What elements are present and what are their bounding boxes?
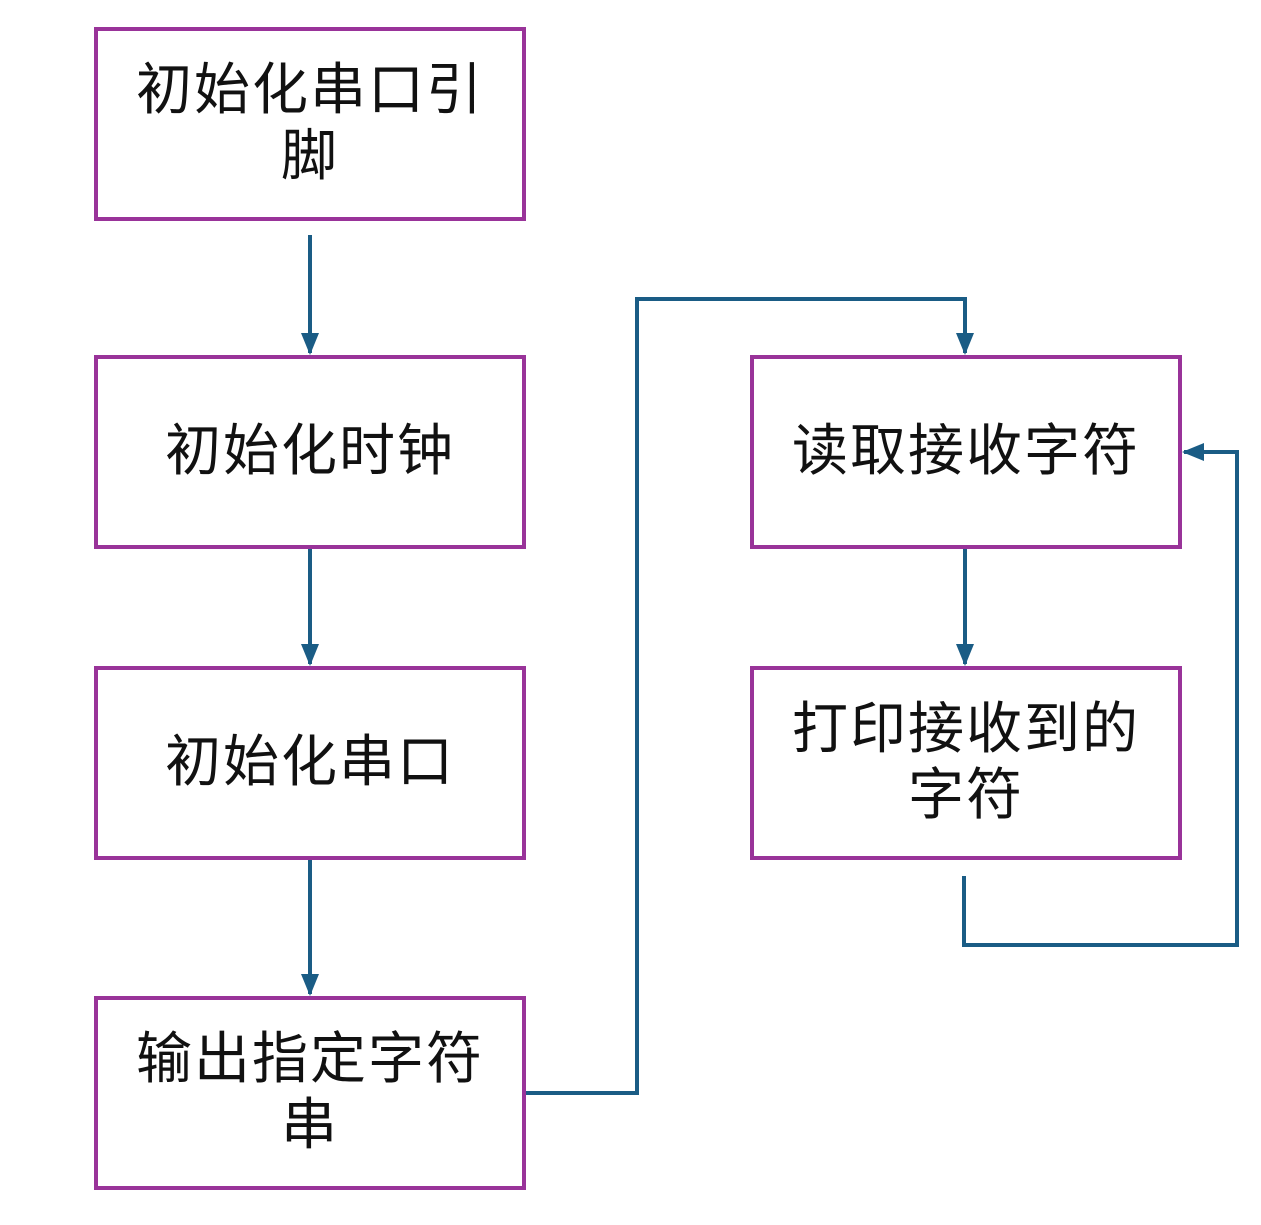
node-label: 初始化串口 xyxy=(165,730,455,795)
node-output-string: 输出指定字符串 xyxy=(94,996,526,1190)
node-init-uart-pins: 初始化串口引脚 xyxy=(94,27,526,221)
arrow-print-loop-back xyxy=(962,443,1239,947)
node-label: 初始化串口引脚 xyxy=(136,58,484,189)
node-init-clock: 初始化时钟 xyxy=(94,355,526,549)
node-read-char: 读取接收字符 xyxy=(750,355,1182,549)
node-label: 输出指定字符串 xyxy=(136,1027,484,1158)
arrow-output-to-read xyxy=(526,297,974,1095)
node-init-uart: 初始化串口 xyxy=(94,666,526,860)
node-label: 读取接收字符 xyxy=(792,419,1140,484)
node-label: 打印接收到的字符 xyxy=(792,697,1140,828)
node-print-char: 打印接收到的字符 xyxy=(750,666,1182,860)
node-label: 初始化时钟 xyxy=(165,419,455,484)
